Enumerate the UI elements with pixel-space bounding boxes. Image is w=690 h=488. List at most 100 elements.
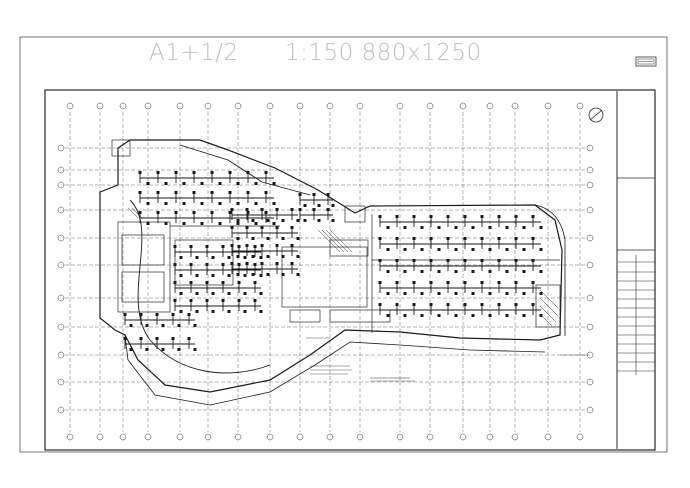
air-diffuser bbox=[264, 191, 268, 194]
air-diffuser bbox=[221, 281, 225, 284]
air-diffuser bbox=[245, 262, 249, 265]
air-diffuser bbox=[386, 226, 390, 229]
air-diffuser bbox=[290, 208, 294, 211]
axis-bubble bbox=[511, 102, 519, 110]
air-diffuser bbox=[446, 237, 450, 240]
air-diffuser bbox=[463, 237, 467, 240]
air-diffuser bbox=[395, 259, 399, 262]
air-diffuser bbox=[251, 273, 255, 276]
air-diffuser bbox=[386, 292, 390, 295]
air-diffuser bbox=[505, 314, 509, 317]
air-diffuser bbox=[317, 219, 321, 222]
air-diffuser bbox=[195, 292, 199, 295]
air-diffuser bbox=[395, 237, 399, 240]
air-diffuser bbox=[210, 211, 214, 214]
air-diffuser bbox=[237, 299, 241, 302]
air-diffuser bbox=[312, 193, 316, 196]
air-diffuser bbox=[251, 255, 255, 258]
air-diffuser bbox=[326, 193, 330, 196]
air-diffuser bbox=[205, 263, 209, 266]
air-diffuser bbox=[245, 226, 249, 229]
axis-bubble bbox=[576, 433, 584, 441]
stair-hatch bbox=[127, 207, 559, 327]
air-diffuser bbox=[514, 215, 518, 218]
axis-bubble bbox=[544, 433, 552, 441]
stamp-icon bbox=[635, 56, 657, 67]
air-diffuser bbox=[420, 248, 424, 251]
air-diffuser bbox=[446, 281, 450, 284]
air-diffuser bbox=[146, 202, 150, 205]
air-diffuser bbox=[463, 259, 467, 262]
axis-bubble bbox=[586, 144, 594, 152]
axis-bubble bbox=[459, 433, 467, 441]
air-diffuser bbox=[189, 245, 193, 248]
air-diffuser bbox=[245, 244, 249, 247]
axis-bubble bbox=[57, 234, 65, 242]
axis-bubble bbox=[176, 433, 184, 441]
air-diffuser bbox=[230, 262, 234, 265]
air-diffuser bbox=[326, 208, 330, 211]
air-diffuser bbox=[272, 222, 276, 225]
air-diffuser bbox=[236, 219, 240, 222]
air-diffuser bbox=[218, 202, 222, 205]
air-diffuser bbox=[386, 270, 390, 273]
air-diffuser bbox=[395, 215, 399, 218]
air-diffuser bbox=[290, 226, 294, 229]
air-diffuser bbox=[260, 226, 264, 229]
air-diffuser bbox=[253, 299, 257, 302]
air-diffuser bbox=[446, 215, 450, 218]
air-diffuser bbox=[539, 314, 543, 317]
air-diffuser bbox=[539, 270, 543, 273]
air-diffuser bbox=[488, 292, 492, 295]
air-diffuser bbox=[290, 262, 294, 265]
air-diffuser bbox=[312, 208, 316, 211]
air-diffuser bbox=[266, 273, 270, 276]
axis-bubble bbox=[326, 433, 334, 441]
air-diffuser bbox=[429, 237, 433, 240]
air-diffuser bbox=[266, 219, 270, 222]
air-diffuser bbox=[173, 299, 177, 302]
axis-bubble bbox=[204, 433, 212, 441]
axis-bubble bbox=[326, 102, 334, 110]
north-arrow-icon bbox=[588, 107, 604, 123]
air-diffuser bbox=[246, 211, 250, 214]
air-diffuser bbox=[211, 310, 215, 313]
air-diffuser bbox=[230, 226, 234, 229]
axis-bubble bbox=[204, 102, 212, 110]
air-diffuser bbox=[145, 324, 149, 327]
air-diffuser bbox=[253, 263, 257, 266]
air-diffuser bbox=[260, 208, 264, 211]
air-diffuser bbox=[378, 259, 382, 262]
axis-bubble bbox=[266, 433, 274, 441]
air-diffuser bbox=[138, 171, 142, 174]
axis-bubble bbox=[586, 323, 594, 331]
axis-bubble bbox=[426, 433, 434, 441]
air-diffuser bbox=[182, 202, 186, 205]
air-diffuser bbox=[179, 274, 183, 277]
air-diffuser bbox=[243, 310, 247, 313]
air-diffuser bbox=[253, 245, 257, 248]
air-diffuser bbox=[236, 202, 240, 205]
air-diffuser bbox=[260, 244, 264, 247]
air-diffuser bbox=[260, 262, 264, 265]
air-diffuser bbox=[386, 314, 390, 317]
air-diffuser bbox=[259, 292, 263, 295]
axis-bubble bbox=[586, 261, 594, 269]
axis-bubble bbox=[544, 102, 552, 110]
axis-bubble bbox=[586, 234, 594, 242]
air-diffuser bbox=[505, 226, 509, 229]
air-diffuser bbox=[227, 256, 231, 259]
air-diffuser bbox=[189, 299, 193, 302]
air-diffuser bbox=[171, 313, 175, 316]
air-diffuser bbox=[429, 281, 433, 284]
axis-bubbles bbox=[57, 102, 594, 441]
air-diffuser bbox=[403, 248, 407, 251]
air-diffuser bbox=[251, 219, 255, 222]
air-diffuser bbox=[192, 191, 196, 194]
air-diffuser bbox=[123, 337, 127, 340]
air-diffuser bbox=[173, 281, 177, 284]
air-diffuser bbox=[480, 281, 484, 284]
axis-bubble bbox=[57, 166, 65, 174]
air-diffuser bbox=[403, 314, 407, 317]
